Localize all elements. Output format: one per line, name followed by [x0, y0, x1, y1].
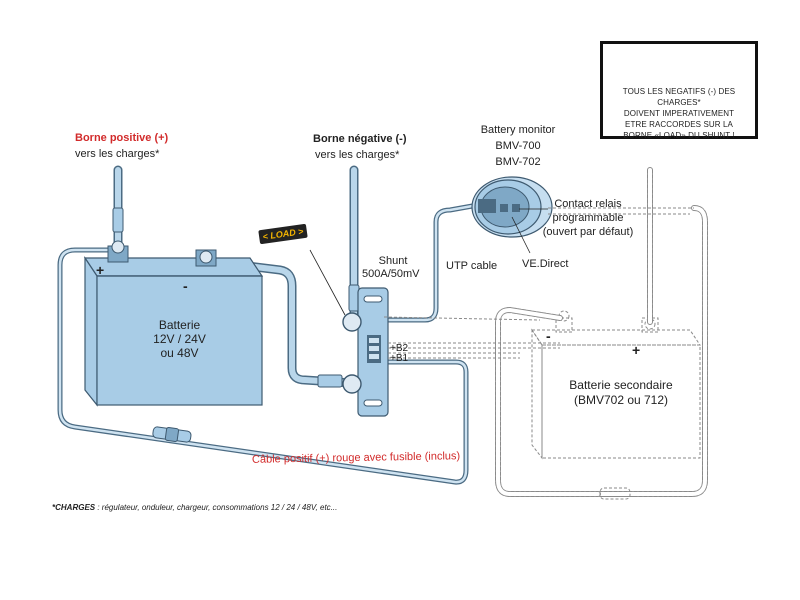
battery-monitor	[471, 176, 553, 238]
positive-terminal-subtitle: vers les charges*	[75, 148, 160, 160]
negative-terminal-subtitle: vers les charges*	[315, 149, 400, 161]
fused-positive-cable	[57, 247, 469, 485]
shunt-title: Shunt	[378, 255, 408, 267]
relay-line: programmable	[552, 212, 624, 224]
secondary-battery-minus: -	[546, 328, 551, 344]
main-battery-line: Batterie	[158, 318, 201, 332]
monitor-model: BMV-700	[495, 140, 541, 152]
utp-cable	[381, 202, 481, 323]
vedirect-label: VE.Direct	[522, 258, 569, 270]
positive-terminal-title: Borne positive (+)	[75, 132, 169, 144]
monitor-title: Battery monitor	[480, 124, 556, 136]
warning-line: TOUS LES NEGATIFS (-) DES CHARGES*	[622, 87, 736, 107]
negative-terminal-title: Borne négative (-)	[313, 133, 407, 145]
relay-line: (ouvert par défaut)	[542, 226, 634, 238]
secondary-battery-line: Batterie secondaire	[569, 378, 673, 392]
battery-negative-cable	[210, 257, 357, 388]
warning-line: ETRE RACCORDES SUR LA	[625, 120, 733, 129]
footnote-bold: *CHARGES	[52, 503, 96, 512]
main-battery-line: 12V / 24V	[153, 332, 206, 346]
warning-line: BORNE «LOAD» DU SHUNT !	[623, 131, 735, 140]
shunt	[342, 287, 389, 417]
relay-line: Contact relais	[554, 198, 622, 210]
warning-line: DOIVENT IMPERATIVEMENT	[623, 109, 735, 118]
main-battery-plus: +	[96, 262, 105, 278]
positive-load-cable	[112, 165, 124, 255]
main-battery-minus: -	[183, 278, 188, 294]
shunt-pin-b1: +B1	[390, 353, 409, 364]
inline-fuse	[152, 426, 192, 443]
shunt-pin-b2: +B2	[390, 343, 409, 354]
main-battery-line: ou 48V	[160, 346, 199, 360]
footnote: *CHARGES : régulateur, onduleur, chargeu…	[52, 503, 337, 512]
warning-box: TOUS LES NEGATIFS (-) DES CHARGES* DOIVE…	[600, 41, 758, 140]
secondary-wiring	[383, 167, 708, 500]
utp-cable-label: UTP cable	[446, 260, 498, 272]
secondary-battery	[531, 310, 701, 460]
secondary-battery-plus: +	[632, 342, 641, 358]
footnote-text: : régulateur, onduleur, chargeur, consom…	[95, 503, 338, 512]
secondary-battery-line: (BMV702 ou 712)	[573, 393, 669, 407]
main-battery	[83, 240, 264, 407]
monitor-model: BMV-702	[495, 156, 541, 168]
negative-load-cable	[348, 165, 360, 327]
shunt-rating: 500A/50mV	[362, 268, 420, 280]
